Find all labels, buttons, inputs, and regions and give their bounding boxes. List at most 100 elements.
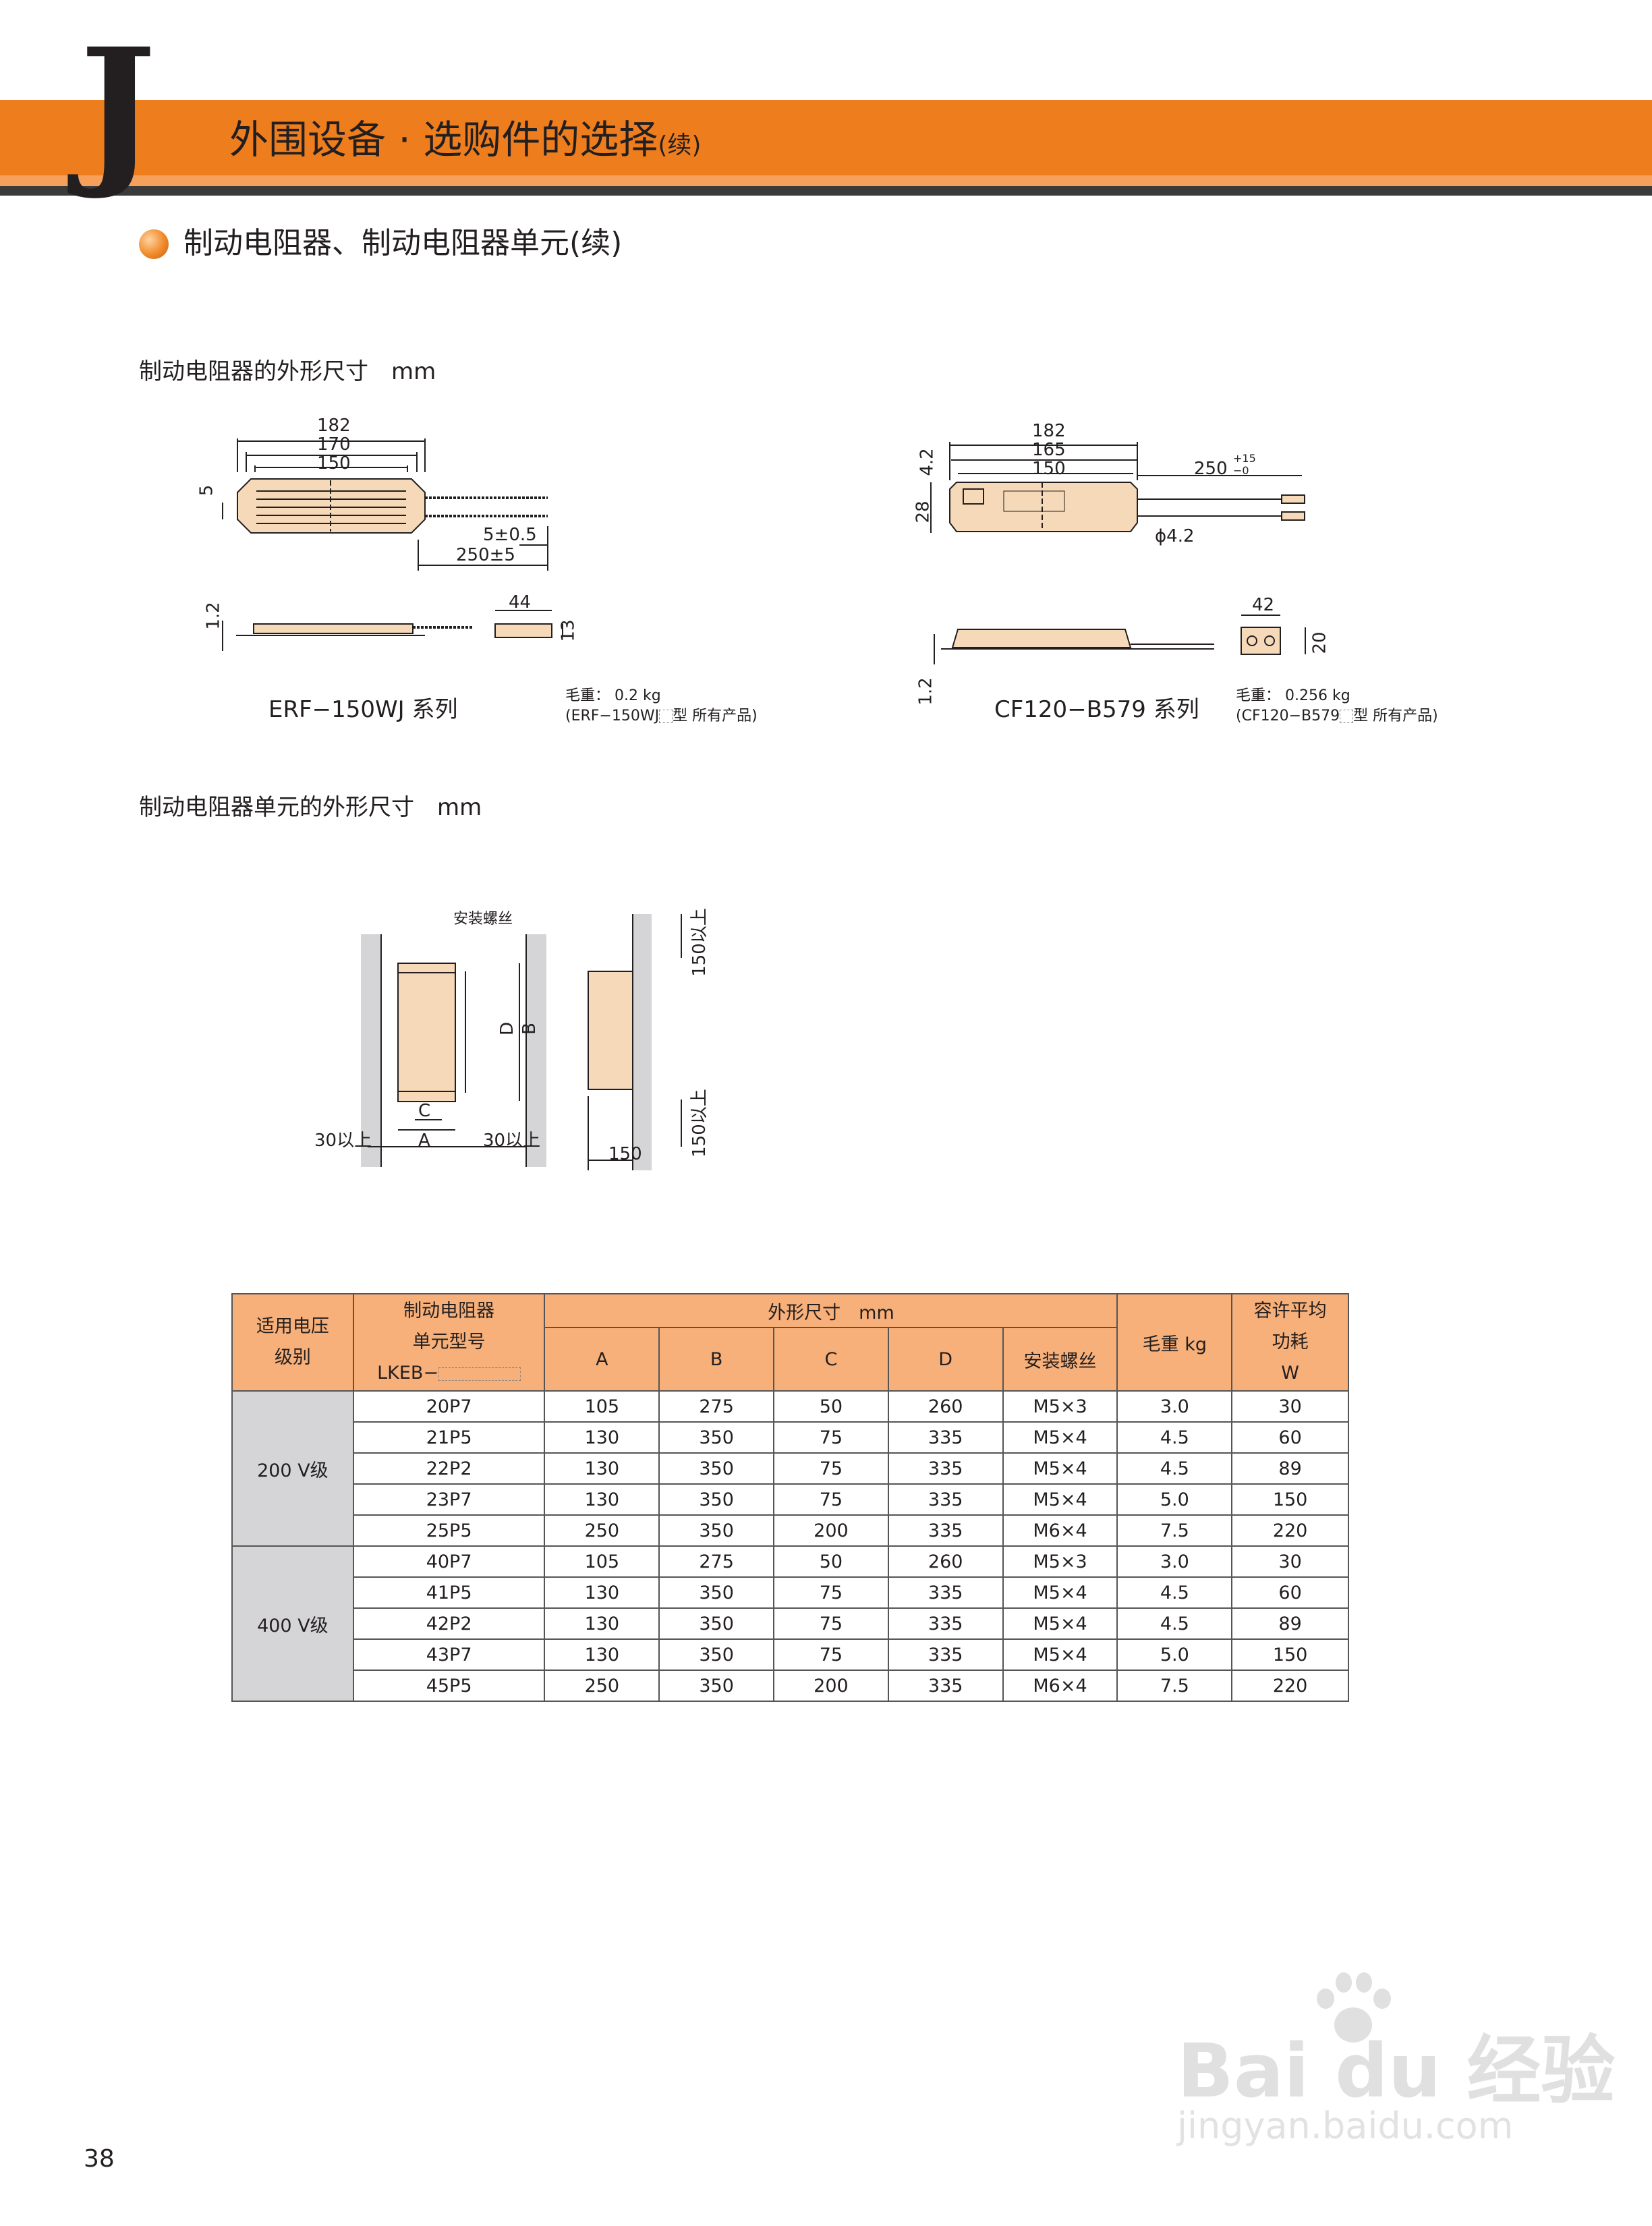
col-model-prefix: LKEB− bbox=[377, 1363, 439, 1383]
chapter-letter: J bbox=[80, 13, 156, 203]
b-cell: 350 bbox=[658, 1421, 775, 1454]
watermark-url: jingyan.baidu.com bbox=[1177, 2105, 1514, 2147]
weight-cell: 7.5 bbox=[1116, 1670, 1233, 1702]
power-cell: 60 bbox=[1231, 1576, 1349, 1609]
model-cell: 41P5 bbox=[352, 1576, 546, 1609]
table-row: 400 V级 40P7 105 275 50 260 M5×3 3.0 30 bbox=[231, 1545, 1349, 1702]
model-blank-icon bbox=[1340, 710, 1354, 723]
erf-series-label: ERF−150WJ 系列 bbox=[268, 696, 458, 723]
col-D: D bbox=[887, 1327, 1004, 1392]
screw-cell: M5×4 bbox=[1002, 1421, 1118, 1454]
d-cell: 335 bbox=[887, 1638, 1004, 1671]
col-screw: 安装螺丝 bbox=[1002, 1327, 1118, 1392]
erf-side-view bbox=[222, 610, 563, 651]
unit-side-view bbox=[588, 914, 682, 1170]
page-title-cont: (续) bbox=[658, 132, 702, 159]
power-cell: 89 bbox=[1231, 1452, 1349, 1485]
cf-dim-4-2: 4.2 bbox=[917, 448, 938, 476]
weight-cell: 4.5 bbox=[1116, 1607, 1233, 1640]
b-cell: 350 bbox=[658, 1483, 775, 1516]
a-cell: 130 bbox=[544, 1607, 660, 1640]
col-A: A bbox=[544, 1327, 660, 1392]
model-cell: 42P2 bbox=[352, 1607, 546, 1640]
a-cell: 130 bbox=[544, 1421, 660, 1454]
c-cell: 200 bbox=[773, 1670, 889, 1702]
table-row: 21P5 130 350 75 335 M5×4 4.5 60 bbox=[232, 1421, 1349, 1454]
erf-dim-1-2: 1.2 bbox=[203, 602, 224, 630]
b-cell: 275 bbox=[658, 1545, 775, 1578]
weight-cell: 5.0 bbox=[1116, 1483, 1233, 1516]
table-row: 23P7 130 350 75 335 M5×4 5.0 150 bbox=[232, 1483, 1349, 1516]
section-bullet-icon bbox=[139, 229, 169, 259]
a-cell: 130 bbox=[544, 1452, 660, 1485]
unit-bottom-clearance: 150以上 bbox=[689, 1089, 710, 1158]
table-row: 22P2 130 350 75 335 M5×4 4.5 89 bbox=[232, 1452, 1349, 1485]
table-row: 25P5 250 350 200 335 M6×4 7.5 220 bbox=[232, 1514, 1349, 1547]
power-cell: 89 bbox=[1231, 1607, 1349, 1640]
model-blank-icon bbox=[659, 710, 673, 723]
model-cell: 20P7 bbox=[352, 1390, 546, 1423]
weight-cell: 4.5 bbox=[1116, 1452, 1233, 1485]
erf-dim-250: 250±5 bbox=[456, 545, 515, 565]
power-cell: 30 bbox=[1231, 1545, 1349, 1578]
header-rule bbox=[0, 186, 1652, 196]
watermark-brand: Bai du 经验 bbox=[1177, 2028, 1616, 2114]
b-cell: 350 bbox=[658, 1452, 775, 1485]
a-cell: 130 bbox=[544, 1638, 660, 1671]
col-C: C bbox=[773, 1327, 889, 1392]
a-cell: 250 bbox=[544, 1670, 660, 1702]
weight-cell: 4.5 bbox=[1116, 1576, 1233, 1609]
header-stripe bbox=[0, 175, 1652, 186]
erf-weight-note-a: (ERF−150WJ bbox=[565, 708, 660, 724]
erf-dim-13: 13 bbox=[558, 619, 579, 642]
cf-weight-note-a: (CF120−B579 bbox=[1236, 708, 1340, 724]
dimension-drawings bbox=[222, 438, 1306, 1170]
col-dims: 外形尺寸 mm bbox=[544, 1293, 1118, 1328]
power-cell: 220 bbox=[1231, 1670, 1349, 1702]
erf-dim-170: 170 bbox=[317, 434, 351, 455]
erf-dim-44: 44 bbox=[509, 592, 532, 612]
c-cell: 200 bbox=[773, 1514, 889, 1547]
col-weight: 毛重 kg bbox=[1116, 1293, 1233, 1392]
c-cell: 75 bbox=[773, 1576, 889, 1609]
model-blank-icon bbox=[438, 1367, 521, 1381]
voltage-cell: 400 V级 bbox=[231, 1545, 354, 1702]
model-cell: 25P5 bbox=[352, 1514, 546, 1547]
c-cell: 75 bbox=[773, 1483, 889, 1516]
screw-cell: M6×4 bbox=[1002, 1514, 1118, 1547]
b-cell: 350 bbox=[658, 1607, 775, 1640]
col-power-line3: W bbox=[1281, 1363, 1299, 1383]
cf-weight-note-b: 型 所有产品) bbox=[1353, 708, 1438, 724]
screw-cell: M5×4 bbox=[1002, 1576, 1118, 1609]
erf-dim-150: 150 bbox=[317, 453, 351, 474]
b-cell: 350 bbox=[658, 1670, 775, 1702]
c-cell: 75 bbox=[773, 1638, 889, 1671]
erf-dim-5tol: 5±0.5 bbox=[483, 525, 537, 545]
c-cell: 75 bbox=[773, 1452, 889, 1485]
power-cell: 30 bbox=[1231, 1390, 1349, 1423]
cf-tol-lower: −0 bbox=[1233, 464, 1249, 477]
unit-depth: 150 bbox=[608, 1144, 642, 1164]
erf-top-view bbox=[222, 438, 548, 571]
power-cell: 150 bbox=[1231, 1483, 1349, 1516]
col-power-line2: 功耗 bbox=[1272, 1332, 1309, 1352]
weight-cell: 3.0 bbox=[1116, 1545, 1233, 1578]
model-cell: 45P5 bbox=[352, 1670, 546, 1702]
cf-dim-20: 20 bbox=[1309, 631, 1330, 654]
col-power: 容许平均 功耗 W bbox=[1231, 1293, 1349, 1392]
screw-cell: M5×4 bbox=[1002, 1483, 1118, 1516]
cf-weight-note: (CF120−B579 型 所有产品) bbox=[1236, 706, 1438, 727]
b-cell: 350 bbox=[658, 1638, 775, 1671]
b-cell: 350 bbox=[658, 1576, 775, 1609]
table-row: 200 V级 20P7 105 275 50 260 M5×3 3.0 30 bbox=[231, 1390, 1349, 1547]
page-title-text: 外围设备 · 选购件的选择 bbox=[229, 117, 658, 163]
unit-dim-D: D bbox=[497, 1021, 518, 1036]
col-voltage: 适用电压 级别 bbox=[231, 1293, 354, 1392]
cf-top-view bbox=[930, 442, 1305, 533]
cf-dim-28: 28 bbox=[913, 501, 934, 523]
model-cell: 43P7 bbox=[352, 1638, 546, 1671]
col-B: B bbox=[658, 1327, 775, 1392]
table-row: 42P2 130 350 75 335 M5×4 4.5 89 bbox=[232, 1607, 1349, 1640]
a-cell: 130 bbox=[544, 1576, 660, 1609]
d-cell: 335 bbox=[887, 1452, 1004, 1485]
